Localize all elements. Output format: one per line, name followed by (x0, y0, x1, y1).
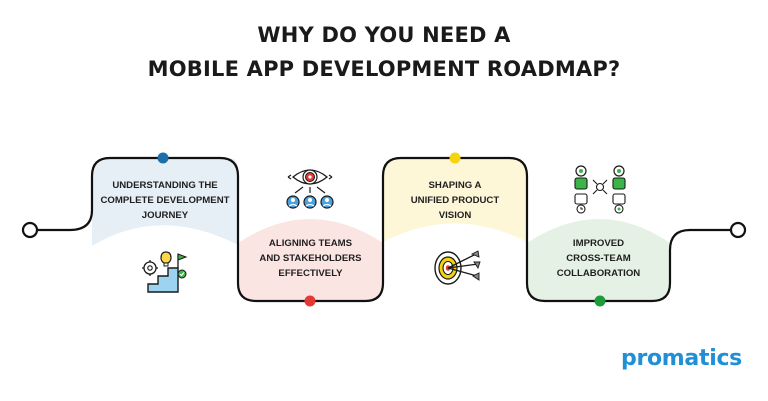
step-3-line-2: UNIFIED PRODUCT (410, 195, 500, 206)
step-1-line-1: UNDERSTANDING THE (112, 180, 218, 191)
step-2-line-2: AND STAKEHOLDERS (259, 253, 362, 264)
step-1-dot (157, 152, 169, 164)
step-4-label: IMPROVED CROSS-TEAM COLLABORATION (527, 236, 670, 281)
roadmap-start-node (21, 221, 39, 239)
roadmap-path (36, 156, 732, 303)
step-1-line-2: COMPLETE DEVELOPMENT (100, 195, 230, 206)
step-4-background (527, 219, 670, 301)
roadmap-end-node (729, 221, 747, 239)
step-4-line-1: IMPROVED (572, 238, 625, 249)
step-4-dot (594, 295, 606, 307)
step-2-dot (304, 295, 316, 307)
promatics-logo[interactable]: promatics (621, 346, 742, 371)
step-2-line-1: ALIGNING TEAMS (268, 238, 353, 249)
step-1-line-3: JOURNEY (141, 210, 189, 221)
step-4-line-2: CROSS-TEAM (566, 253, 631, 264)
step-3-background (383, 158, 527, 242)
step-3-line-3: VISION (438, 210, 472, 221)
step-4-line-3: COLLABORATION (556, 268, 641, 279)
step-1-background (92, 158, 238, 246)
stairs-goal-icon (142, 251, 188, 293)
step-3-dot (449, 152, 461, 164)
step-1-label: UNDERSTANDING THE COMPLETE DEVELOPMENT J… (92, 178, 238, 223)
page-title-line-1: WHY DO YOU NEED A (257, 23, 511, 47)
step-3-line-1: SHAPING A (428, 180, 482, 191)
target-team-icon (286, 169, 334, 209)
step-2-label: ALIGNING TEAMS AND STAKEHOLDERS EFFECTIV… (238, 236, 383, 281)
step-3-label: SHAPING A UNIFIED PRODUCT VISION (383, 178, 527, 223)
collaboration-network-icon (574, 165, 626, 214)
step-2-line-3: EFFECTIVELY (278, 268, 343, 279)
page-title-line-2: MOBILE APP DEVELOPMENT ROADMAP? (147, 57, 621, 81)
target-arrows-icon (434, 250, 481, 285)
step-2-background (238, 219, 383, 301)
